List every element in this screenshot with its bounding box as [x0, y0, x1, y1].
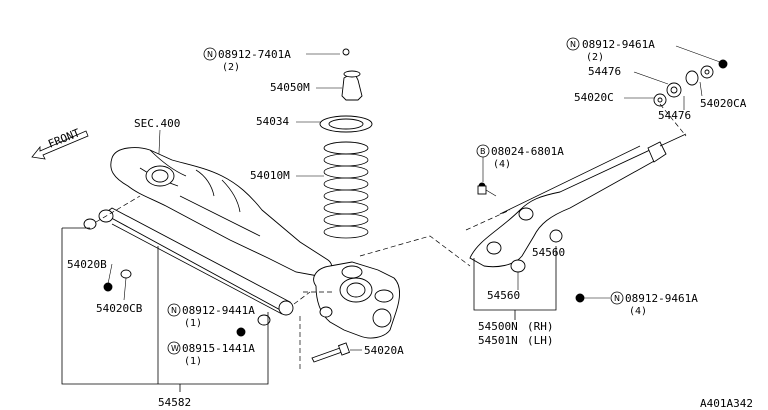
label-54500N: 54500N [478, 320, 518, 333]
svg-text:(2): (2) [586, 52, 604, 63]
svg-text:(4): (4) [629, 306, 647, 317]
label-lh: (LH) [527, 334, 554, 347]
label-54560-lower: 54560 [487, 289, 520, 302]
group-54500N: 54560 54560 54500N (RH) 54501N (LH) [473, 246, 565, 347]
callout-08915-1441A: W 08915-1441A (1) [167, 341, 255, 367]
label-54034: 54034 [256, 115, 289, 128]
svg-text:08912-9441A: 08912-9441A [182, 304, 255, 317]
svg-text:W: W [171, 344, 179, 353]
bump-stopper [341, 48, 363, 101]
spring-seat [319, 115, 373, 133]
front-arrow: FRONT [31, 126, 89, 160]
label-54010M: 54010M [250, 169, 290, 182]
callout-08912-9461A-qty4: N 08912-9461A (4) [575, 291, 698, 317]
coil-spring [323, 141, 369, 239]
svg-text:(4): (4) [493, 159, 511, 170]
group-54582: 54582 [61, 227, 269, 409]
svg-text:54020CA: 54020CA [700, 97, 747, 110]
callout-08912-7401A: N 08912-7401A (2) [203, 47, 340, 73]
top-right-bushings: N 08912-9461A (2) 54476 54020C 54020CA 5… [566, 37, 747, 137]
svg-text:B: B [480, 147, 486, 156]
label-54501N: 54501N [478, 334, 518, 347]
svg-text:(1): (1) [184, 318, 202, 329]
svg-text:N: N [171, 306, 177, 315]
label-rh: (RH) [527, 320, 554, 333]
label-54582: 54582 [158, 396, 191, 409]
svg-text:(2): (2) [222, 62, 240, 73]
bolt-54020A: 54020A [299, 316, 404, 370]
sec400-label: SEC.400 [134, 117, 180, 130]
svg-text:08915-1441A: 08915-1441A [182, 342, 255, 355]
lower-arm [469, 133, 687, 273]
catalog-number: A401A342 [700, 397, 753, 410]
lateral-link [83, 195, 311, 337]
label-54050M: 54050M [270, 81, 310, 94]
svg-text:N: N [614, 294, 620, 303]
svg-text:N: N [570, 40, 576, 49]
svg-text:08912-9461A: 08912-9461A [625, 292, 698, 305]
axle-housing [110, 147, 332, 277]
label-54020A: 54020A [364, 344, 404, 357]
svg-text:08024-6801A: 08024-6801A [491, 145, 564, 158]
callout-08912-9441A: N 08912-9441A (1) [167, 303, 255, 329]
svg-text:54476: 54476 [658, 109, 691, 122]
label-54560-upper: 54560 [532, 246, 565, 259]
svg-text:(1): (1) [184, 356, 202, 367]
svg-text:08912-9461A: 08912-9461A [582, 38, 655, 51]
knuckle-hub [313, 261, 400, 339]
svg-text:08912-7401A: 08912-7401A [218, 48, 291, 61]
svg-text:54020C: 54020C [574, 91, 614, 104]
svg-text:N: N [207, 50, 213, 59]
front-label: FRONT [46, 126, 82, 151]
svg-text:54476: 54476 [588, 65, 621, 78]
callout-08024-6801A: B 08024-6801A (4) [476, 144, 564, 182]
label-54020B: 54020B [67, 258, 107, 271]
label-54020CB: 54020CB [96, 302, 143, 315]
